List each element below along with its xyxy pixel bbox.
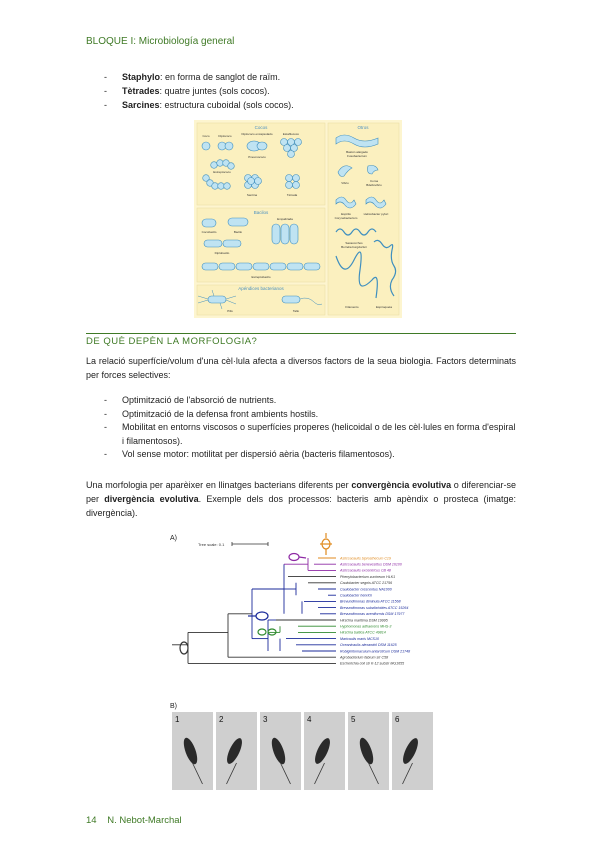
tree-taxon-label: Caulobacter henricii — [340, 594, 372, 598]
prostheca — [192, 762, 203, 785]
micrograph-number: 2 — [219, 715, 224, 724]
tree-taxon-label: Brevundimonas subvibrioides ATCC 15264 — [340, 606, 408, 610]
svg-text:Coco: Coco — [202, 134, 209, 138]
svg-text:Sarcina: Sarcina — [247, 193, 258, 197]
svg-text:Borrelia burgdorferi: Borrelia burgdorferi — [341, 245, 367, 249]
phylogeny-figure: A) Tree scale: 0.1 Asticcacaulis biprost… — [170, 533, 433, 790]
svg-text:Diplococo encapsulado: Diplococo encapsulado — [241, 132, 272, 136]
svg-text:Espiroqueta: Espiroqueta — [376, 305, 392, 309]
svg-text:Bdellovibrio: Bdellovibrio — [366, 183, 382, 187]
tree-branches — [172, 557, 336, 664]
svg-text:Vibrio: Vibrio — [341, 181, 349, 185]
svg-text:Diplococo: Diplococo — [218, 134, 232, 138]
micrograph-number: 4 — [307, 715, 312, 724]
panel-title-cocos: Cocos — [255, 125, 269, 130]
tree-taxon-label: Escherichia coli str K-12 substr MG1655 — [340, 662, 404, 666]
svg-text:Corynebacterium: Corynebacterium — [335, 216, 358, 220]
running-header: BLOQUE I: Microbiología general — [86, 36, 235, 47]
svg-text:Tétrada: Tétrada — [287, 193, 298, 197]
page-footer: 14 N. Nebot-Marchal — [86, 815, 182, 826]
svg-text:Sacacorchos: Sacacorchos — [345, 241, 363, 245]
tree-taxon-label: Hyphomonas adhaerens MHS-3 — [340, 625, 391, 629]
panel-a-label: A) — [170, 535, 177, 542]
micrograph-number: 5 — [351, 715, 356, 724]
svg-text:Estreptobacilo: Estreptobacilo — [251, 275, 270, 279]
svg-text:Empalizada: Empalizada — [277, 217, 293, 221]
svg-text:Estreptococo: Estreptococo — [213, 170, 231, 174]
svg-text:Helicobacter pylori: Helicobacter pylori — [364, 212, 389, 216]
section-title: DE QUÈ DEPÈN LA MORFOLOGIA? — [86, 336, 258, 347]
svg-text:Estafilococo: Estafilococo — [283, 132, 300, 136]
tree-taxon-label: Brevundimonas aveniformis DSM 17977 — [340, 612, 405, 616]
svg-text:Coma: Coma — [370, 179, 378, 183]
tree-taxon-label: Asticcacaulis biprosthecum C19 — [339, 556, 391, 560]
tree-taxon-label: Brevundimonas diminuta ATCC 11568 — [340, 600, 401, 604]
svg-text:Pilis: Pilis — [227, 309, 233, 313]
tree-taxon-label: Hirschia baltica ATCC 49814 — [340, 631, 386, 635]
bacterium-cell — [227, 738, 242, 764]
panel-b-label: B) — [170, 703, 177, 710]
prostheca — [368, 762, 379, 785]
svg-text:Filamento: Filamento — [345, 305, 359, 309]
tree-taxon-label: Maricaulis maris MCS10 — [340, 637, 379, 641]
section-rule — [86, 333, 516, 334]
prostheca — [226, 762, 237, 785]
panel-title-bacilos: Bacilos — [254, 210, 269, 215]
list-item: -Mobilitat en entorns viscosos o superfí… — [104, 422, 516, 446]
tree-taxon-label: Agrobacterium fabrum str C58 — [339, 656, 388, 660]
list-item: -Sarcines: estructura cuboidal (sols coc… — [104, 100, 294, 110]
paragraph-convergence: Una morfologia per aparèixer en llinatge… — [86, 480, 517, 518]
bacterial-morphology-figure: Cocos Otros Bacilos Apéndices bacteriano… — [194, 120, 402, 318]
morphology-bullet-list: -Staphylo: en forma de sanglot de raïm. … — [86, 70, 516, 112]
bacterium-cell — [403, 738, 418, 764]
prostheca — [280, 762, 291, 785]
tree-taxon-label: Oceanicaulis alexandrii DSM 11625 — [340, 643, 397, 647]
prostheca — [314, 762, 325, 785]
author: N. Nebot-Marchal — [107, 815, 182, 826]
tree-taxon-label: Asticcacaulis benevestitus DSM 16100 — [339, 563, 402, 567]
bacterium-cell — [271, 737, 286, 765]
svg-text:Bacilo: Bacilo — [234, 230, 243, 234]
prostheca — [402, 762, 413, 785]
svg-text:Bastón alargado: Bastón alargado — [346, 150, 368, 154]
tree-taxon-label: Hirschia maritima DSM 19995 — [340, 618, 388, 622]
panel-title-apendices: Apéndices bacterianos — [238, 286, 284, 291]
selective-forces-list: -Optimització de l'absorció de nutrients… — [86, 394, 516, 462]
list-item: -Optimització de l'absorció de nutrients… — [104, 395, 277, 405]
page-number: 14 — [86, 815, 97, 826]
svg-text:Cocobacilo: Cocobacilo — [202, 230, 217, 234]
svg-text:Diplobacilo: Diplobacilo — [215, 251, 230, 255]
tree-taxon-label: Robiginitomaculum antarcticum DSM 21748 — [340, 649, 410, 653]
svg-text:Tallo: Tallo — [293, 309, 300, 313]
list-item: -Optimització de la defensa front ambien… — [104, 408, 319, 419]
micrograph-number: 1 — [175, 715, 180, 724]
micrograph-number: 6 — [395, 715, 400, 724]
tree-taxon-label: Caulobacter segnis ATCC 21756 — [340, 581, 392, 585]
micrograph-panels: 1 2 3 4 5 6 — [172, 712, 433, 790]
tree-taxon-label: Asticcacaulis excentricus CB 48 — [339, 569, 391, 573]
list-item: -Staphylo: en forma de sanglot de raïm. — [104, 72, 281, 82]
list-item: -Vol sense motor: motilitat per dispersi… — [104, 449, 395, 459]
tree-scale-label: Tree scale: 0.1 — [198, 542, 225, 547]
bacterium-cell — [359, 737, 374, 765]
svg-text:Fusobacterium: Fusobacterium — [347, 154, 367, 158]
bacterium-cell — [183, 737, 198, 765]
tree-taxa: Asticcacaulis biprosthecum C19Asticcacau… — [339, 556, 410, 665]
tree-taxon-label: Caulobacter crescentus NA1000 — [340, 587, 392, 591]
svg-text:Pneumococo: Pneumococo — [248, 155, 266, 159]
micrograph-number: 3 — [263, 715, 268, 724]
bacterium-cell — [315, 738, 330, 764]
panel-title-otros: Otros — [357, 125, 369, 130]
list-item: -Tètrades: quatre juntes (sols cocos). — [104, 86, 270, 96]
tree-taxon-label: Phenylobacterium zucineum HLK1 — [340, 575, 395, 579]
svg-text:Espirilo: Espirilo — [341, 212, 351, 216]
paragraph-intro: La relació superfície/volum d'una cèl·lu… — [86, 356, 516, 380]
